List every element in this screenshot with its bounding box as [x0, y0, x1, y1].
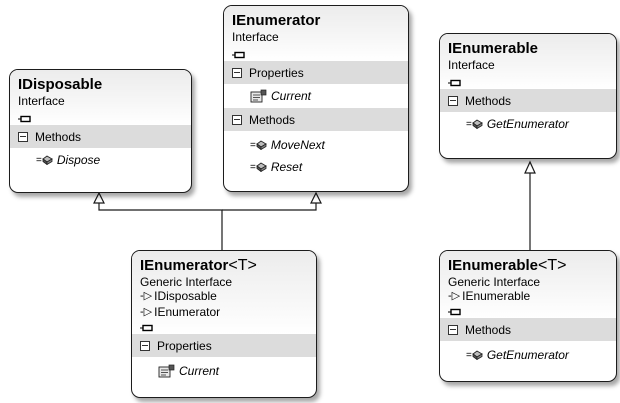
method-icon: = — [250, 162, 267, 173]
box-kind: Interface — [448, 58, 495, 72]
box-title-generic: <T> — [538, 257, 567, 274]
collapse-toggle-icon[interactable] — [232, 114, 242, 125]
inherited-interface[interactable]: -▷ IEnumerator — [140, 305, 308, 319]
connector-ienumeratort-to-ienumerator — [222, 203, 317, 211]
method-label: GetEnumerator — [486, 117, 569, 131]
inherits-arrow-icon: -▷ — [140, 290, 153, 302]
idisposable-interface-box[interactable]: IDisposable Interface Methods = Dispose — [9, 69, 192, 193]
properties-section-header[interactable]: Properties — [132, 334, 316, 357]
section-label: Properties — [249, 65, 304, 80]
box-title: IEnumerator<T> — [140, 257, 308, 274]
box-title-main: IEnumerator — [140, 257, 229, 274]
collapse-toggle-icon[interactable] — [140, 340, 150, 351]
box-header: IEnumerable<T> Generic Interface -▷ IEnu… — [440, 251, 616, 318]
method-label: Reset — [270, 160, 303, 174]
inherits-arrow-icon: -▷ — [140, 306, 153, 318]
inherits-arrow-icon: -▷ — [448, 290, 461, 302]
method-label: MoveNext — [270, 138, 325, 152]
method-label: Dispose — [56, 153, 101, 167]
method-item[interactable]: = MoveNext — [224, 134, 408, 156]
inherited-interface[interactable]: -▷ IEnumerable — [448, 289, 608, 303]
ienumerable-generic-interface-box[interactable]: IEnumerable<T> Generic Interface -▷ IEnu… — [439, 250, 617, 382]
methods-section-header[interactable]: Methods — [440, 89, 616, 112]
interface-plug-icon — [140, 320, 308, 332]
box-header: IEnumerator Interface — [224, 6, 408, 61]
box-title: IEnumerable — [448, 40, 539, 57]
box-header: IDisposable Interface — [10, 70, 191, 125]
method-icon: = — [250, 140, 267, 151]
box-header: IEnumerable Interface — [440, 34, 616, 89]
method-item[interactable]: = Dispose — [10, 148, 191, 172]
box-title: IEnumerable<T> — [448, 257, 608, 274]
methods-section-header[interactable]: Methods — [440, 318, 616, 341]
property-icon — [158, 364, 175, 378]
box-title-main: IEnumerable — [448, 257, 539, 274]
collapse-toggle-icon[interactable] — [448, 324, 458, 335]
inheritance-arrowhead — [524, 160, 536, 174]
inherited-interface-label: IEnumerable — [462, 289, 531, 303]
property-label: Current — [271, 89, 312, 103]
section-label: Methods — [465, 93, 512, 108]
inherited-interface[interactable]: -▷ IDisposable — [140, 289, 308, 303]
box-header: IEnumerator<T> Generic Interface -▷ IDis… — [132, 251, 316, 334]
method-item[interactable]: = GetEnumerator — [440, 341, 616, 369]
methods-section-header[interactable]: Methods — [224, 108, 408, 131]
properties-section-header[interactable]: Properties — [224, 61, 408, 84]
ienumerator-generic-interface-box[interactable]: IEnumerator<T> Generic Interface -▷ IDis… — [131, 250, 317, 398]
property-item[interactable]: Current — [132, 357, 316, 385]
methods-section-header[interactable]: Methods — [10, 125, 191, 148]
box-title: IDisposable — [18, 76, 103, 93]
inheritance-arrowhead — [310, 191, 322, 204]
inherited-interface-label: IEnumerator — [154, 305, 221, 319]
property-icon — [250, 89, 267, 103]
interface-plug-icon — [448, 304, 608, 316]
method-item[interactable]: = Reset — [224, 156, 408, 178]
collapse-toggle-icon[interactable] — [448, 95, 458, 106]
property-label: Current — [179, 364, 220, 378]
method-icon: = — [466, 119, 483, 130]
method-item[interactable]: = GetEnumerator — [440, 112, 616, 136]
property-item[interactable]: Current — [224, 84, 408, 108]
box-title: IEnumerator — [232, 12, 321, 29]
method-icon: = — [466, 350, 483, 361]
section-label: Methods — [465, 322, 512, 337]
box-kind: Generic Interface — [448, 275, 541, 289]
inherited-interface-label: IDisposable — [154, 289, 217, 303]
collapse-toggle-icon[interactable] — [232, 67, 242, 78]
section-label: Methods — [249, 112, 296, 127]
ienumerator-interface-box[interactable]: IEnumerator Interface Properties Current… — [223, 5, 409, 192]
section-label: Methods — [35, 129, 82, 144]
section-label: Properties — [157, 338, 212, 353]
method-icon: = — [36, 155, 53, 166]
interface-plug-icon — [232, 47, 400, 59]
inheritance-arrowhead — [93, 191, 105, 204]
ienumerable-interface-box[interactable]: IEnumerable Interface Methods = GetEnume… — [439, 33, 617, 159]
connector-ienumeratort-to-idisposable — [98, 203, 223, 250]
box-kind: Interface — [232, 30, 279, 44]
method-label: GetEnumerator — [486, 348, 569, 362]
box-kind: Generic Interface — [140, 275, 233, 289]
box-title-generic: <T> — [228, 257, 257, 274]
collapse-toggle-icon[interactable] — [18, 131, 28, 142]
interface-plug-icon — [448, 75, 608, 87]
interface-plug-icon — [18, 111, 183, 123]
box-kind: Interface — [18, 94, 65, 108]
